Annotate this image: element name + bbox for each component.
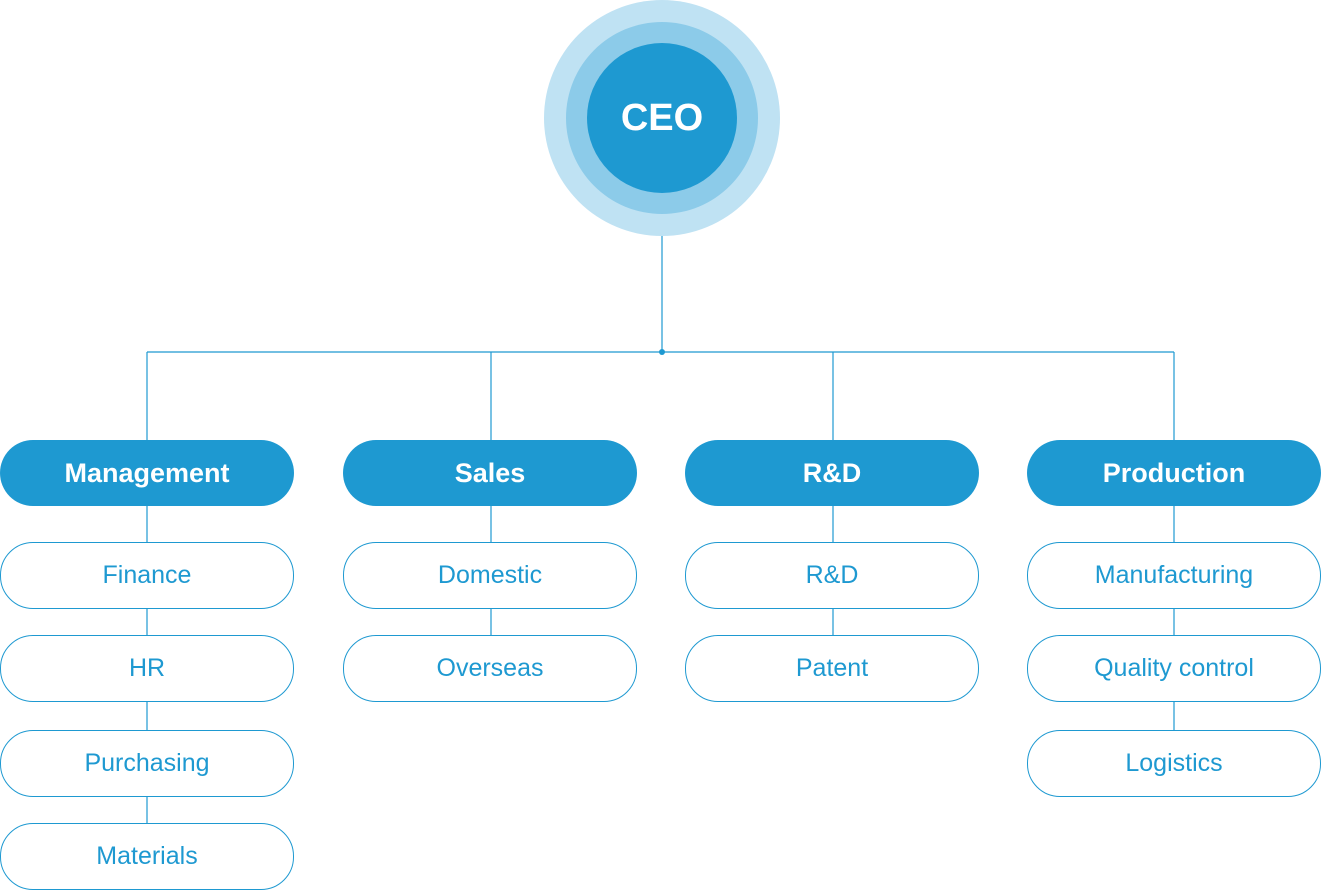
unit-rnd: R&D: [685, 542, 979, 609]
unit-manufacturing: Manufacturing: [1027, 542, 1321, 609]
unit-purchasing: Purchasing: [0, 730, 294, 797]
department-production: Production: [1027, 440, 1321, 506]
ceo-label: CEO: [587, 43, 737, 193]
department-rnd: R&D: [685, 440, 979, 506]
unit-materials: Materials: [0, 823, 294, 890]
unit-logistics: Logistics: [1027, 730, 1321, 797]
department-sales: Sales: [343, 440, 637, 506]
unit-overseas: Overseas: [343, 635, 637, 702]
unit-hr: HR: [0, 635, 294, 702]
unit-patent: Patent: [685, 635, 979, 702]
ceo-node: CEO: [544, 0, 780, 236]
department-management: Management: [0, 440, 294, 506]
unit-quality-control: Quality control: [1027, 635, 1321, 702]
unit-domestic: Domestic: [343, 542, 637, 609]
unit-finance: Finance: [0, 542, 294, 609]
bus-junction-dot: [659, 349, 665, 355]
